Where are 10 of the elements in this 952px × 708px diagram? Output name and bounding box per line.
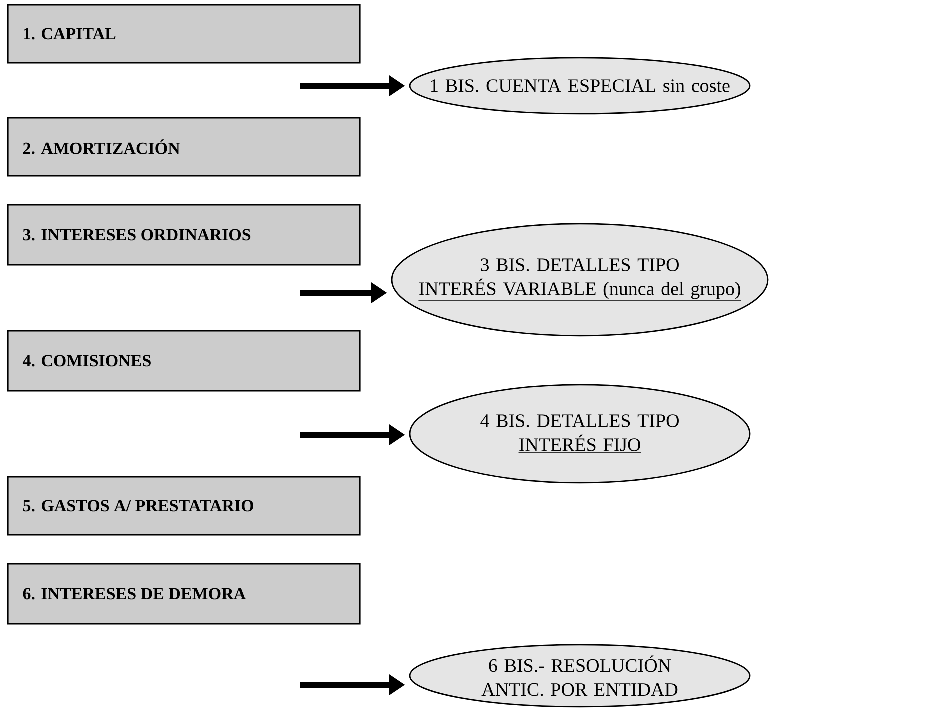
process-box: 6. INTERESES DE DEMORA: [7, 563, 361, 625]
ellipse-node: 1 BIS. CUENTA ESPECIAL sin coste: [409, 57, 751, 115]
ellipse-node: 4 BIS. DETALLES TIPO INTERÉS FIJO: [409, 384, 751, 484]
process-box: 2. AMORTIZACIÓN: [7, 117, 361, 177]
process-box: 5. GASTOS A/ PRESTATARIO: [7, 476, 361, 536]
process-box: 4. COMISIONES: [7, 330, 361, 392]
process-box: 3. INTERESES ORDINARIOS: [7, 204, 361, 266]
ellipse-node: 6 BIS.- RESOLUCIÓN ANTIC. POR ENTIDAD: [409, 644, 751, 708]
process-box: 1. CAPITAL: [7, 4, 361, 64]
ellipse-node: 3 BIS. DETALLES TIPO INTERÉS VARIABLE (nunca del grupo): [391, 223, 769, 337]
